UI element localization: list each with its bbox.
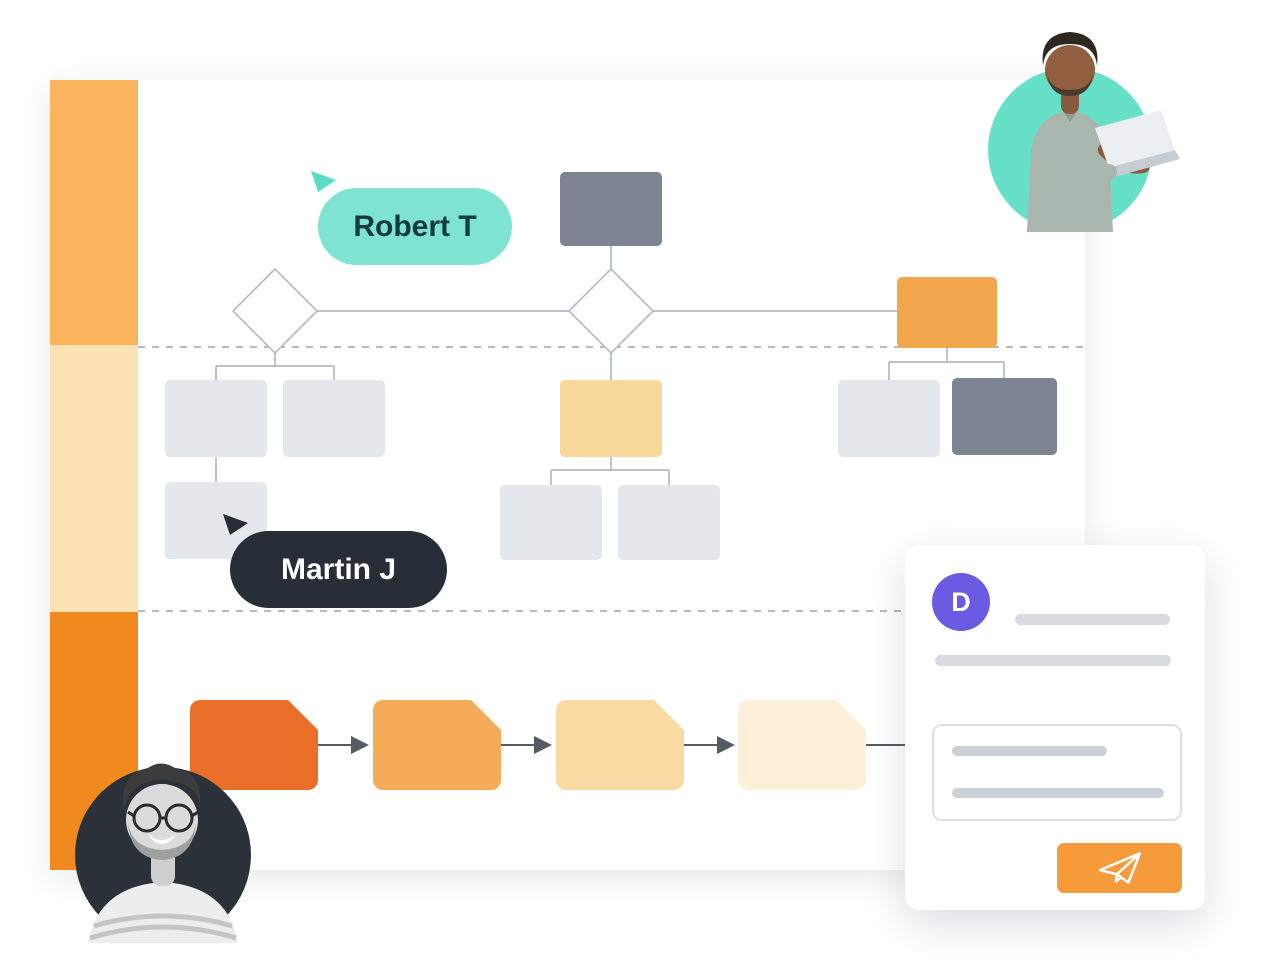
cursor-name-pill: Robert T: [318, 188, 512, 265]
cursor-icon: [311, 171, 336, 192]
flow-node-d[interactable]: [838, 380, 940, 457]
text-placeholder-line: [1015, 614, 1170, 625]
flow-node-orange[interactable]: [897, 277, 997, 348]
swimlane-middle: [50, 345, 138, 612]
flow-connectors: [215, 246, 1005, 485]
diagram-canvas: Robert T Martin J: [50, 80, 1085, 870]
user-avatar: D: [932, 573, 990, 631]
input-placeholder-line: [952, 746, 1107, 756]
swimlane-top: [50, 80, 138, 345]
paper-plane-icon: [1098, 852, 1141, 884]
flow-node-g[interactable]: [500, 485, 602, 560]
avatar-letter: D: [951, 586, 971, 617]
flow-node-b[interactable]: [283, 380, 385, 457]
comment-panel: D: [905, 545, 1205, 910]
flow-node-a[interactable]: [165, 380, 267, 457]
flow-node-highlight-tan[interactable]: [560, 380, 662, 457]
process-card-4[interactable]: [738, 700, 866, 790]
photo-smiling-man: [75, 763, 251, 943]
send-button[interactable]: [1057, 843, 1182, 893]
flow-node-start[interactable]: [560, 172, 662, 246]
input-placeholder-line: [952, 788, 1164, 798]
photo-man-laptop: [988, 32, 1180, 232]
collaborator-name: Martin J: [280, 552, 397, 586]
cursor-name-pill: Martin J: [230, 531, 447, 608]
decision-diamond-1[interactable]: [232, 268, 318, 354]
flow-node-h[interactable]: [618, 485, 720, 560]
collaborator-cursor-martin: Martin J: [223, 514, 447, 608]
process-card-2[interactable]: [373, 700, 501, 790]
process-card-1[interactable]: [190, 700, 318, 790]
collaborator-name: Robert T: [353, 209, 477, 243]
text-placeholder-line: [935, 655, 1171, 666]
collaborator-cursor-robert: Robert T: [311, 171, 512, 265]
decision-diamond-2[interactable]: [568, 268, 654, 354]
cursor-icon: [223, 514, 248, 535]
process-card-3[interactable]: [556, 700, 684, 790]
comment-input[interactable]: [932, 724, 1182, 821]
flow-node-dark[interactable]: [952, 378, 1057, 455]
